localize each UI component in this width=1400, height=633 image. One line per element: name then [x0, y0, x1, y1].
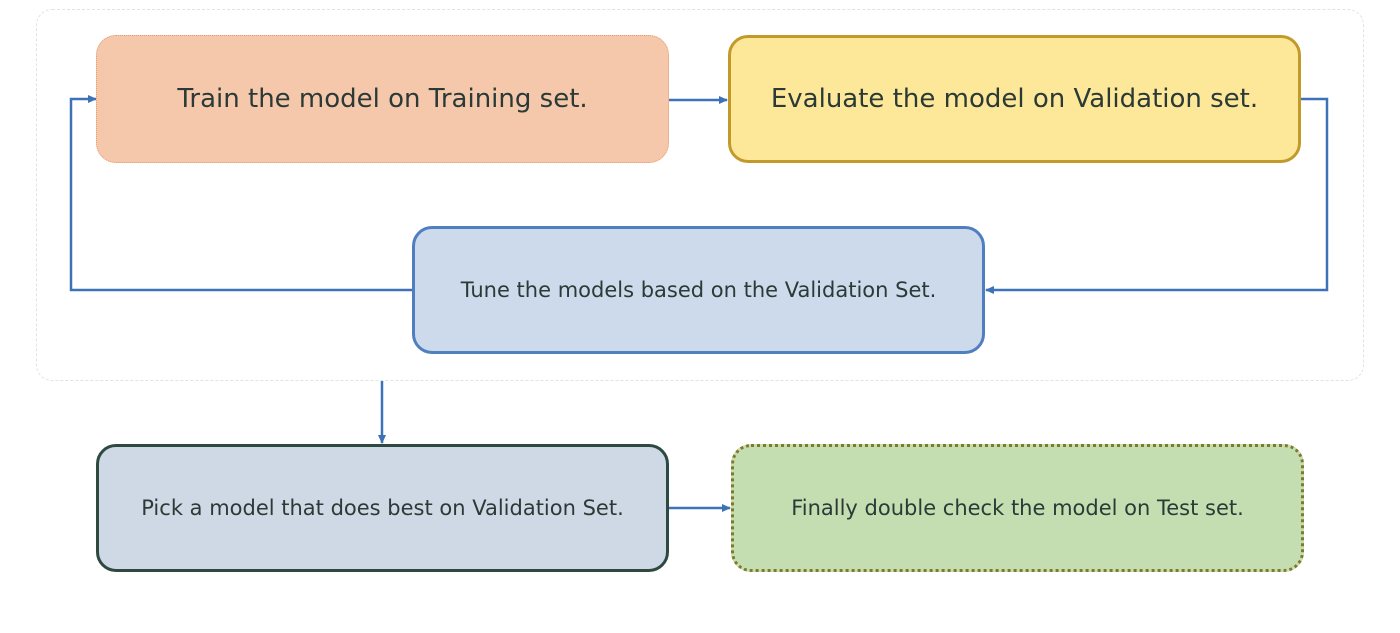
tune-step-box: Tune the models based on the Validation …	[412, 226, 985, 354]
tune-step-label: Tune the models based on the Validation …	[460, 278, 937, 302]
final-step-label: Finally double check the model on Test s…	[791, 496, 1244, 520]
train-step-box: Train the model on Training set.	[96, 35, 669, 163]
arrow-evaluate-to-tune	[985, 97, 1329, 294]
pick-step-label: Pick a model that does best on Validatio…	[141, 496, 624, 520]
train-step-label: Train the model on Training set.	[177, 84, 588, 114]
evaluate-step-box: Evaluate the model on Validation set.	[728, 35, 1301, 163]
arrow-tune-to-train	[69, 95, 412, 292]
iteration-loop-region	[36, 9, 1364, 381]
final-step-box: Finally double check the model on Test s…	[731, 444, 1304, 572]
pick-step-box: Pick a model that does best on Validatio…	[96, 444, 669, 572]
evaluate-step-label: Evaluate the model on Validation set.	[770, 84, 1259, 114]
